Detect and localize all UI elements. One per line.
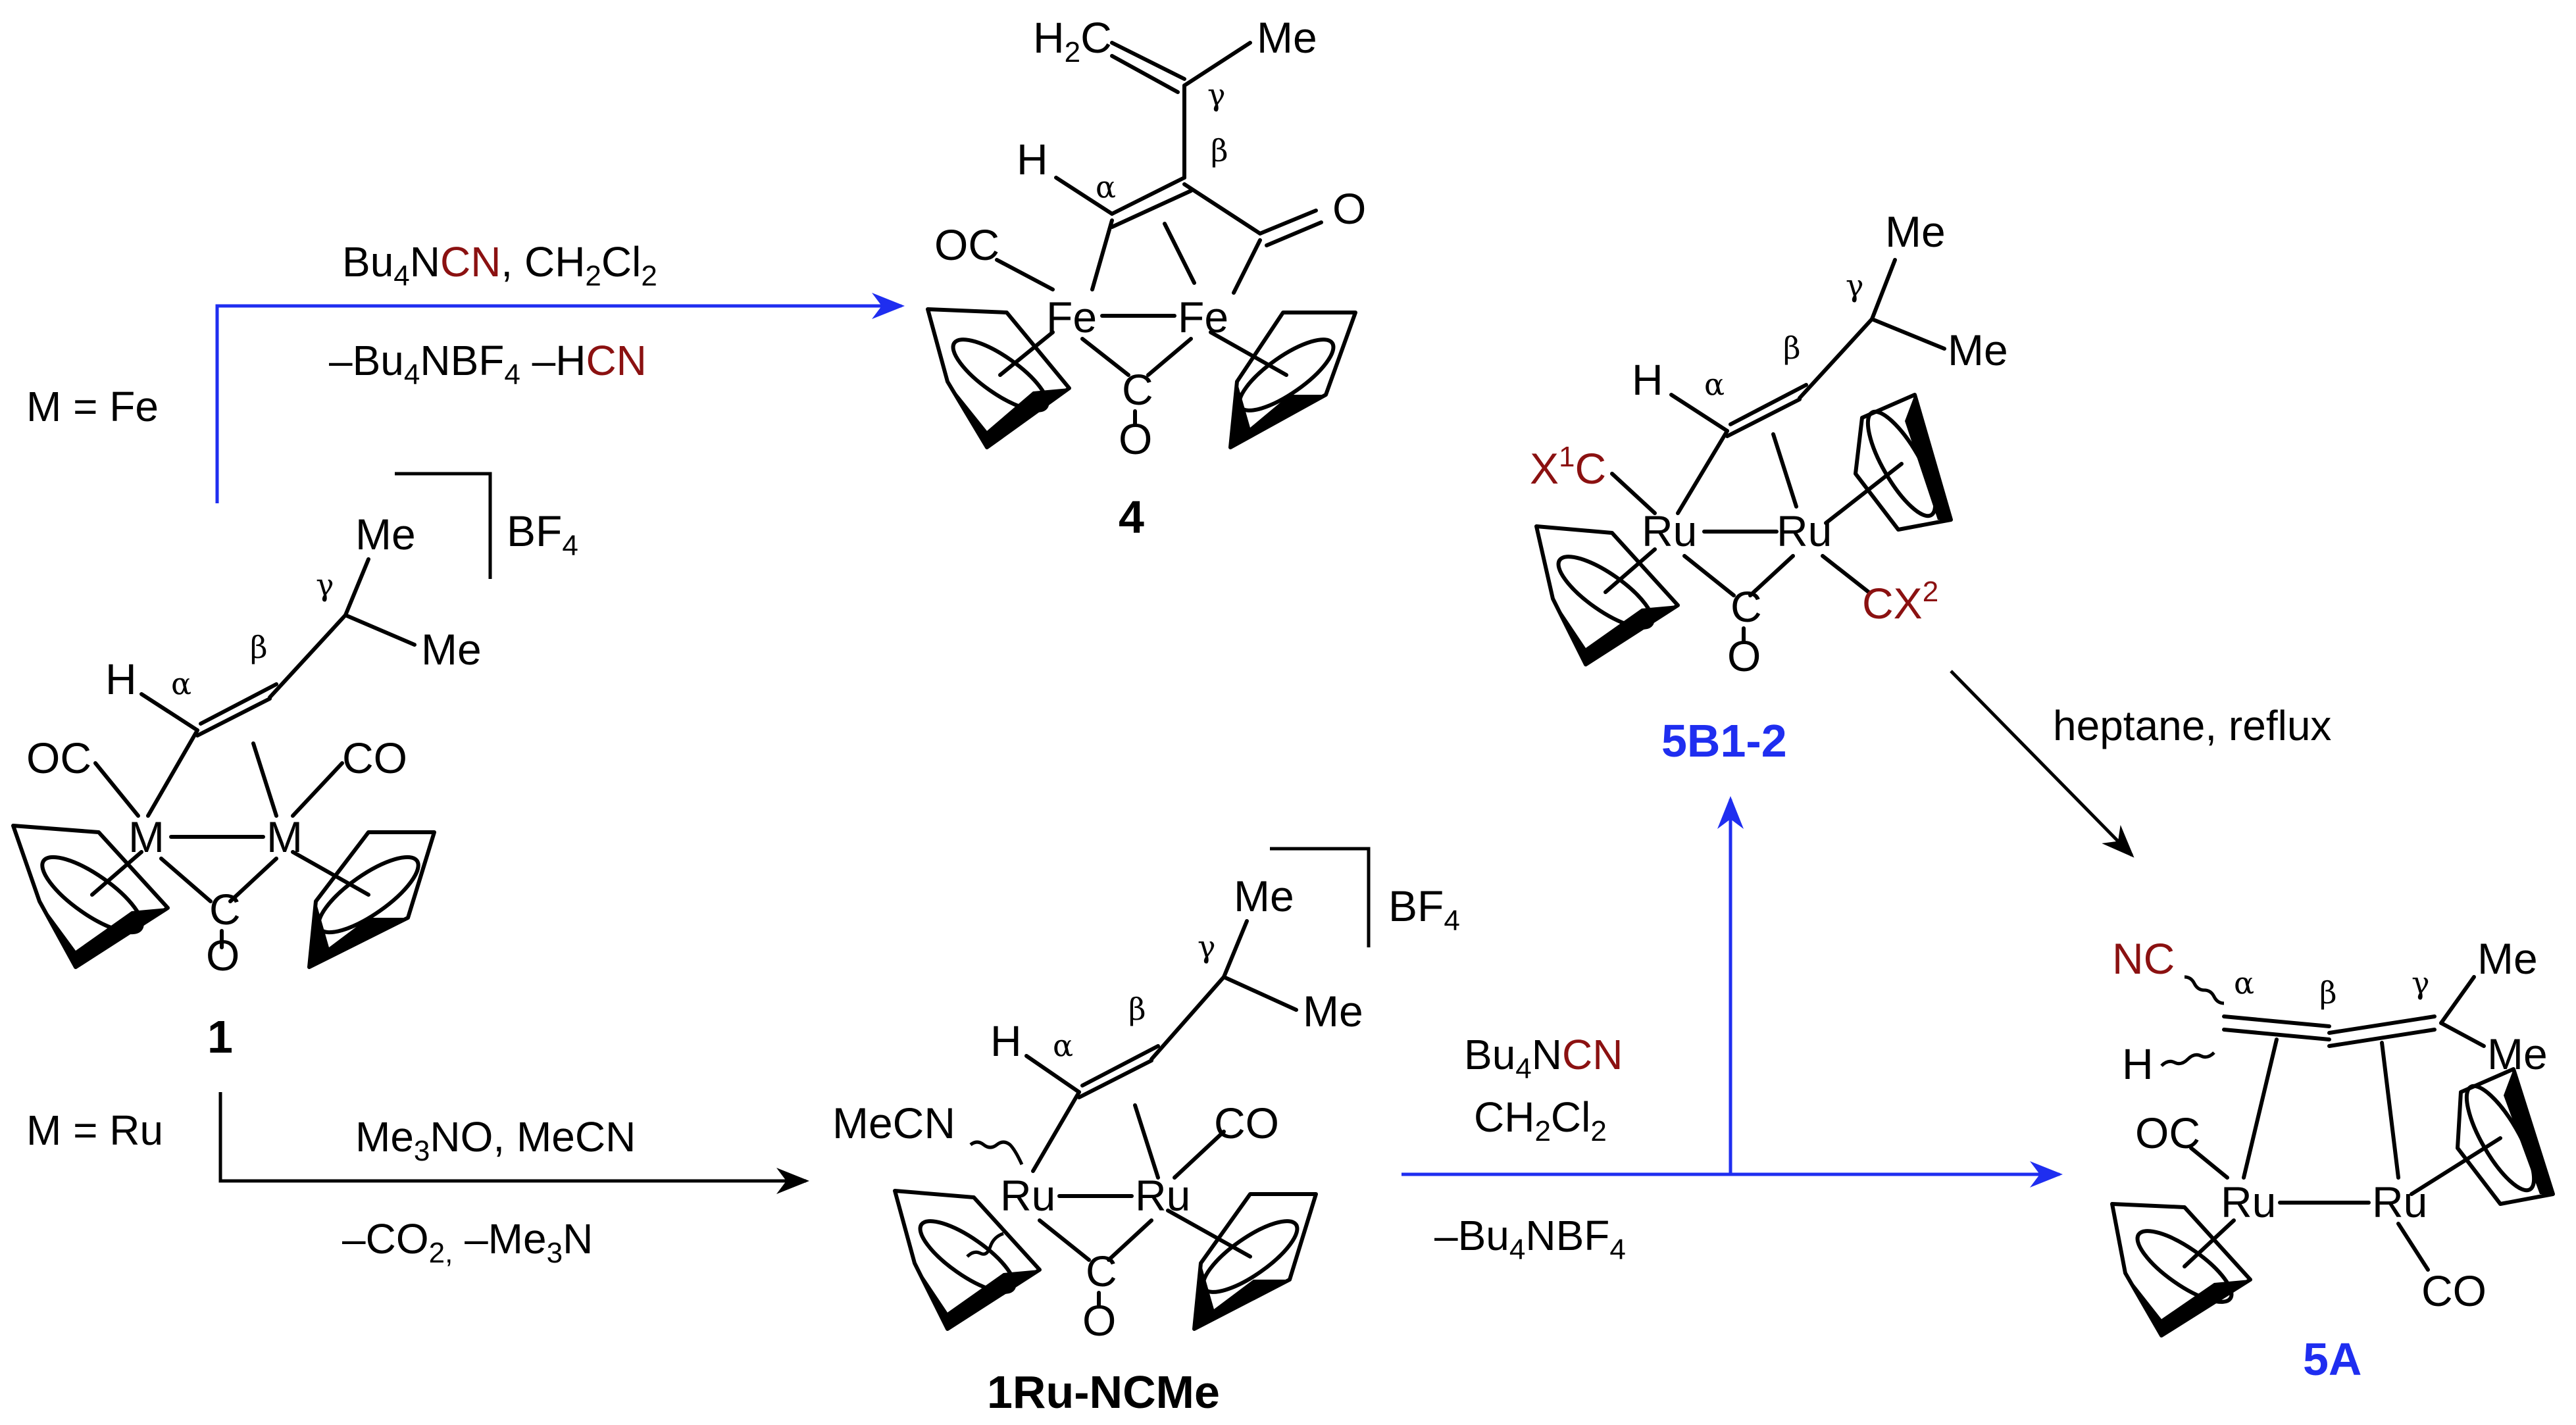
h-label-5a: H xyxy=(2122,1039,2154,1088)
fe-left-label-4: Fe xyxy=(1046,293,1097,341)
me-right-1ru: Me xyxy=(1303,987,1363,1036)
beta-label-1: β xyxy=(250,630,268,665)
condition-top-byproduct: –Bu4NBF4 –HCN xyxy=(329,337,647,391)
compound-1ru-ncme-structure: BF4 Me Me γ β α H MeCN CO Ru Ru C O xyxy=(832,847,1460,1345)
me-right-5b: Me xyxy=(1948,326,2008,374)
compound-5a-structure: NC H α β γ Me Me OC Ru Ru CO xyxy=(2110,934,2555,1338)
bridging-c-4: C xyxy=(1122,365,1153,414)
nc-label-5a: NC xyxy=(2112,934,2175,983)
compound-1-structure: BF4 Me Me γ β α H OC CO M M C O xyxy=(11,472,578,980)
h-label-4: H xyxy=(1017,135,1048,184)
me-top-1ru: Me xyxy=(1234,872,1294,920)
bracket-1 xyxy=(395,472,492,579)
alpha-label-1: α xyxy=(171,666,191,701)
h2c-label-4: H2C xyxy=(1033,13,1112,68)
condition-top-reagent: Bu4NCN, CH2Cl2 xyxy=(342,238,657,292)
gamma-label-4: γ xyxy=(1207,77,1226,113)
ru-right-label-5a: Ru xyxy=(2372,1178,2427,1226)
ketone-o-label-4: O xyxy=(1332,184,1366,233)
bf4-label-1: BF4 xyxy=(507,507,578,562)
ru-right-label-1ru: Ru xyxy=(1135,1171,1190,1220)
beta-label-5a: β xyxy=(2319,975,2337,1011)
gamma-label-1ru: γ xyxy=(1198,929,1216,964)
condition-right-reagent: Bu4NCN xyxy=(1464,1031,1623,1085)
alpha-label-1ru: α xyxy=(1053,1028,1073,1063)
bridging-o-5b: O xyxy=(1727,632,1761,680)
alpha-label-5b: α xyxy=(1704,366,1725,402)
condition-bottom-reagent: Me3NO, MeCN xyxy=(355,1113,636,1167)
compound-4-structure: H2C Me γ β α H O OC Fe Fe C O xyxy=(926,13,1366,463)
condition-m-fe: M = Fe xyxy=(26,383,159,430)
x1c-label-5b: X1C xyxy=(1530,441,1606,493)
compound-label-1ru-ncme: 1Ru-NCMe xyxy=(987,1366,1220,1418)
condition-heptane-reflux: heptane, reflux xyxy=(2053,702,2331,749)
me-top-1: Me xyxy=(355,510,416,559)
gamma-label-5b: γ xyxy=(1846,268,1864,303)
arrow-ru-to-1ru xyxy=(218,1092,809,1194)
me-label-4: Me xyxy=(1257,13,1317,62)
alpha-label-5a: α xyxy=(2234,965,2254,1001)
co-label-5a: CO xyxy=(2421,1266,2487,1315)
me-right-1: Me xyxy=(421,625,482,674)
beta-label-1ru: β xyxy=(1128,991,1146,1027)
beta-label-4: β xyxy=(1211,133,1228,168)
ru-right-label-5b: Ru xyxy=(1777,507,1832,555)
arrow-fe-to-4 xyxy=(215,293,905,503)
me-top-5a: Me xyxy=(2477,934,2538,983)
metal-m-left: M xyxy=(128,813,164,861)
ru-left-label-1ru: Ru xyxy=(1000,1171,1055,1220)
cx2-label-5b: CX2 xyxy=(1862,576,1938,628)
ru-left-label-5a: Ru xyxy=(2221,1178,2276,1226)
arrow-5b-to-5a xyxy=(1950,670,2134,858)
condition-right-solvent: CH2Cl2 xyxy=(1474,1093,1607,1147)
fe-right-label-4: Fe xyxy=(1178,293,1228,341)
oc-label-4: OC xyxy=(934,220,999,269)
bridging-c-1ru: C xyxy=(1086,1247,1117,1295)
ru-left-label-5b: Ru xyxy=(1642,507,1697,555)
oc-label-5a: OC xyxy=(2135,1109,2200,1157)
compound-label-1: 1 xyxy=(207,1011,233,1062)
co-label-1: CO xyxy=(342,734,407,782)
beta-label-5b: β xyxy=(1783,330,1801,366)
h-label-5b: H xyxy=(1632,355,1663,404)
bridging-c-5b: C xyxy=(1730,582,1762,631)
gamma-label-1: γ xyxy=(316,567,334,603)
co-label-1ru: CO xyxy=(1214,1099,1279,1147)
condition-m-ru: M = Ru xyxy=(26,1107,163,1154)
bridging-c-1: C xyxy=(209,885,241,934)
bridging-o-1: O xyxy=(206,931,240,980)
compound-label-5b: 5B1-2 xyxy=(1661,715,1787,766)
compound-label-4: 4 xyxy=(1119,491,1144,543)
alpha-label-4: α xyxy=(1096,169,1116,205)
bridging-o-4: O xyxy=(1119,414,1152,463)
oc-label-1: OC xyxy=(26,734,91,782)
mecn-label-1ru: MeCN xyxy=(832,1099,955,1147)
h-label-1ru: H xyxy=(990,1016,1022,1065)
bf4-label-1ru: BF4 xyxy=(1388,882,1460,937)
compound-label-5a: 5A xyxy=(2303,1334,2361,1385)
condition-bottom-byproduct: –CO2, –Me3N xyxy=(342,1215,593,1269)
me-right-5a: Me xyxy=(2487,1030,2548,1078)
condition-right-byproduct: –Bu4NBF4 xyxy=(1434,1212,1626,1266)
me-top-5b: Me xyxy=(1885,207,1946,256)
h-label-1: H xyxy=(105,655,137,703)
compound-5b-structure: Me Me γ β α H X1C Ru Ru C O CX2 xyxy=(1530,207,2008,680)
bridging-o-1ru: O xyxy=(1082,1296,1116,1345)
gamma-label-5a: γ xyxy=(2412,965,2430,1001)
